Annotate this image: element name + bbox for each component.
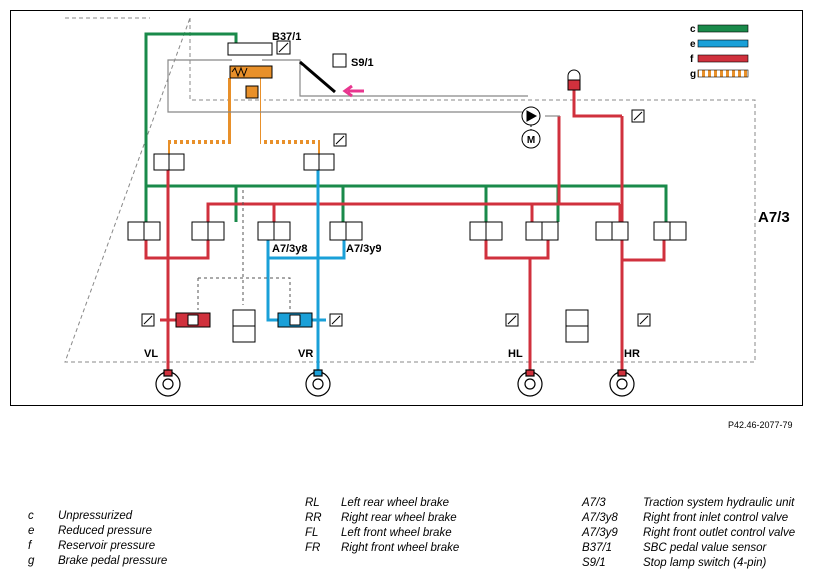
green-lines [144,32,668,230]
legend-value: SBC pedal value sensor [643,542,767,554]
legend-key: A7/3 [582,497,606,509]
legend-key: RL [305,497,320,509]
legend-key: e [28,525,35,537]
motor-label: M [527,135,535,146]
legend-key: A7/3y8 [582,512,618,524]
label-hr: HR [624,348,640,360]
legend-key: S9/1 [582,557,606,569]
legend-value: Right rear wheel brake [341,512,457,524]
legend-key: FR [305,542,321,554]
label-a73: A7/3 [758,209,790,226]
legend-key: A7/3y9 [582,527,618,539]
red-lines [144,90,666,372]
legend-components: A7/3 Traction system hydraulic unit A7/3y… [582,497,810,575]
valves [127,133,687,343]
label-a73y8: A7/3y8 [272,243,307,255]
pedal-force-arrow [342,84,364,98]
figure-reference: P42.46-2077-79 [728,420,793,430]
legend-value: Right front inlet control valve [643,512,789,524]
legend-value: Reservoir pressure [58,540,156,552]
legend-key: f [28,540,32,552]
label-a73y9: A7/3y9 [346,243,381,255]
label-b37: B37/1 [272,31,301,43]
legend-value: Stop lamp switch (4-pin) [643,557,767,569]
legend-value: Traction system hydraulic unit [643,497,795,509]
blue-lines [266,170,346,372]
legend-key: FL [305,527,319,539]
key-letter: f [690,54,694,65]
key-letter: g [690,69,696,80]
pump-motor [521,106,541,149]
legend-key: RR [305,512,322,524]
wheel-brakes [155,369,635,397]
legend-key: g [28,555,35,567]
label-s9: S9/1 [351,57,374,69]
unit-boundary [64,17,756,363]
legend-value: Reduced pressure [58,525,152,537]
diagram-frame [10,10,803,406]
legend-key: B37/1 [582,542,613,554]
legend-value: Left rear wheel brake [341,497,450,509]
legend-value: Right front outlet control valve [643,527,796,539]
key-swatch [697,69,749,78]
key-swatch [697,24,749,33]
hydraulic-diagram: M B37/1 [64,17,790,397]
legend-value: Unpressurized [58,510,133,522]
reservoir [567,69,581,91]
key-letter: e [690,39,696,50]
label-vl: VL [144,348,158,360]
legend-value: Right front wheel brake [341,542,460,554]
key-swatch [697,54,749,63]
key-swatch [697,39,749,48]
label-vr: VR [298,348,313,360]
legend-value: Brake pedal pressure [58,555,168,567]
legend-key: c [28,510,34,522]
pedal-pressure-lines [166,78,320,160]
legend-wheels: RL Left rear wheel brake RR Right rear whe… [305,497,505,559]
brake-pedal [299,60,336,94]
legend-value: Left front wheel brake [341,527,452,539]
label-hl: HL [508,348,523,360]
legend-pressure: c Unpressurized e Reduced pressure f Reserv… [28,510,228,572]
pedal-sensor-b37 [227,40,347,99]
key-letter: c [690,24,696,35]
